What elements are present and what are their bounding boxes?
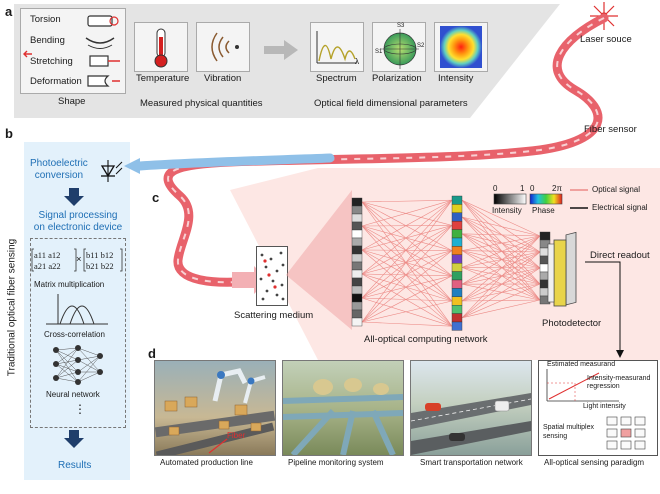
- down-arrow-icon-2: [64, 430, 84, 448]
- matrix-a: a11 a12 a21 a22: [34, 250, 61, 271]
- temperature-tile: [134, 22, 188, 72]
- shape-deformation: Deformation: [30, 76, 82, 87]
- scattering-label: Scattering medium: [234, 310, 314, 321]
- fiber-tag: Fiber: [227, 431, 246, 440]
- phase-legend-label: Phase: [532, 206, 555, 215]
- nn-caption: Neural network: [46, 390, 100, 399]
- corr-caption: Cross-correlation: [44, 330, 105, 339]
- intensity-colorbar: [493, 193, 527, 205]
- parameters-caption: Optical field dimensional parameters: [314, 98, 468, 109]
- photo-caption-1: Automated production line: [160, 458, 253, 467]
- photoelectric-label: Photoelectric conversion: [30, 158, 88, 181]
- results-label: Results: [58, 460, 92, 471]
- photodetector-device: [547, 231, 577, 307]
- light-cone: [286, 190, 352, 330]
- shape-bending: Bending: [30, 35, 65, 46]
- matrix-caption: Matrix multiplication: [34, 280, 105, 289]
- fiber-branch-blue: [135, 153, 335, 171]
- paradigm-caption: All-optical sensing paradigm: [544, 458, 645, 467]
- poincare-sphere-icon: [381, 29, 419, 69]
- intensity-spot-icon: [440, 26, 482, 68]
- thermometer-icon: [154, 28, 168, 68]
- shape-caption: Shape: [58, 96, 86, 107]
- photo-production-line: Fiber: [154, 360, 276, 456]
- photodetector-label: Photodetector: [542, 318, 602, 329]
- processing-box: [30, 238, 126, 428]
- laser-source-label: Laser souce: [580, 34, 632, 45]
- cross-correlation-icon: [46, 294, 108, 325]
- polarization-label: Polarization: [372, 73, 422, 84]
- matrix-op: ×: [76, 254, 82, 265]
- panel-label-c: c: [152, 190, 160, 205]
- down-arrow-icon: [64, 188, 84, 206]
- polarization-tile: S3 S2 S1: [372, 22, 426, 72]
- diffractive-layer-3: [539, 231, 551, 305]
- chart-ylabel: Estimated measurand: [547, 361, 616, 368]
- electrical-signal-line: [614, 261, 621, 354]
- phase-colorbar: [529, 193, 563, 205]
- intensity-tile: [434, 22, 488, 72]
- intensity-tick-1: 1: [520, 184, 525, 193]
- electrical-legend-label: Electrical signal: [592, 203, 648, 212]
- spectrum-label: Spectrum: [316, 73, 357, 84]
- photo-caption-2: Pipeline monitoring system: [288, 458, 384, 467]
- temperature-label: Temperature: [136, 73, 190, 84]
- panel-label-a: a: [5, 4, 13, 19]
- scattering-medium: [256, 246, 288, 306]
- vibration-label: Vibration: [204, 73, 242, 84]
- photo-transportation: [410, 360, 532, 456]
- neural-network-icon: [53, 345, 103, 385]
- panel-label-d: d: [148, 346, 156, 361]
- multiplex-cubes-icon: [606, 416, 646, 450]
- optical-legend-label: Optical signal: [592, 185, 641, 194]
- phase-tick-1: 2π: [552, 184, 562, 193]
- diffractive-layer-1: [351, 197, 363, 327]
- spectrum-icon: [316, 31, 357, 64]
- fiber-sensor-label: Fiber sensor: [584, 124, 637, 135]
- matrix-b: b11 b12 b21 b22: [86, 250, 114, 271]
- signal-processing-label: Signal processing on electronic device: [33, 210, 123, 233]
- direct-readout-label: Direct readout: [590, 250, 650, 261]
- photo-pipeline: [282, 360, 404, 456]
- ellipsis: ⋮: [74, 402, 86, 416]
- quantities-caption: Measured physical quantities: [140, 98, 263, 109]
- optical-connections: [361, 199, 541, 327]
- diffractive-layer-2: [451, 195, 463, 331]
- network-label: All-optical computing network: [364, 334, 488, 345]
- photodiode-icon: [100, 160, 123, 182]
- torsion-icon: [87, 15, 113, 27]
- vibration-icon: [211, 32, 239, 62]
- shape-icons: [85, 15, 120, 87]
- panel-label-b: b: [5, 126, 13, 141]
- vibration-tile: [196, 22, 250, 72]
- shape-torsion: Torsion: [30, 14, 61, 25]
- readout-arrow-icon: [616, 350, 624, 358]
- chart-xlabel: Light intensity: [583, 403, 626, 410]
- intensity-tick-0: 0: [493, 184, 498, 193]
- spectrum-tile: λ: [310, 22, 364, 72]
- deformation-icon: [87, 75, 110, 87]
- blue-arrow-icon: [124, 158, 140, 174]
- phase-tick-0: 0: [530, 184, 535, 193]
- bending-icon: [85, 37, 115, 44]
- intensity-label: Intensity: [438, 73, 474, 84]
- intensity-legend-label: Intensity: [492, 206, 522, 215]
- photo-caption-3: Smart transportation network: [420, 458, 523, 467]
- gray-arrow-icon: [264, 40, 298, 60]
- shape-stretching: Stretching: [30, 56, 73, 67]
- regression-line: [548, 372, 600, 400]
